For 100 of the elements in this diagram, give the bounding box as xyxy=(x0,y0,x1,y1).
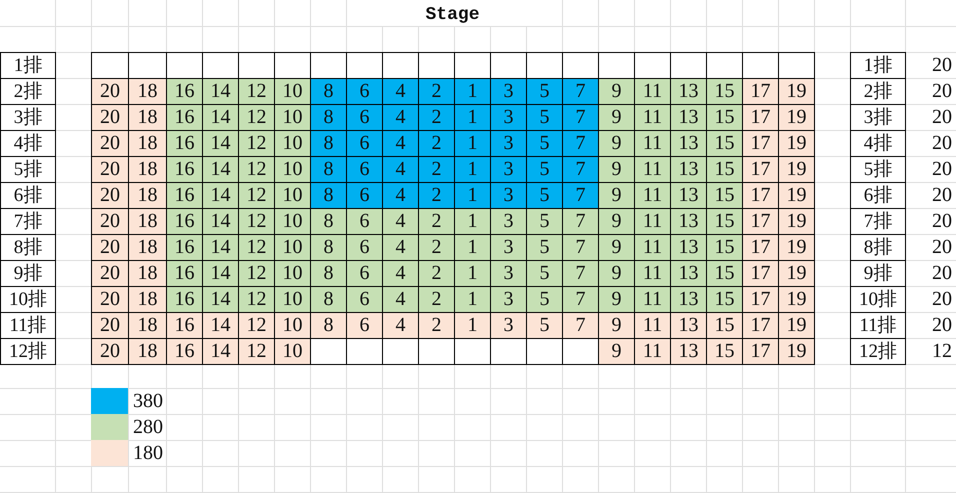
seat-number: 3 xyxy=(490,156,527,183)
seat-number: 6 xyxy=(346,312,383,339)
seat-number: 7 xyxy=(562,208,599,235)
seat-number: 5 xyxy=(526,286,563,313)
seat-number: 5 xyxy=(526,130,563,157)
seat-number: 4 xyxy=(382,312,419,339)
seat-number: 11 xyxy=(634,78,671,105)
seat-number: 17 xyxy=(742,260,779,287)
seat-number: 10 xyxy=(274,234,311,261)
row-label: 3排 xyxy=(0,104,56,131)
seat-number: 15 xyxy=(706,338,743,365)
row-label: 10排 xyxy=(850,286,906,313)
seat-number: 8 xyxy=(310,286,347,313)
seat-number: 2 xyxy=(418,156,455,183)
seat-number: 20 xyxy=(91,338,129,365)
seat-number: 7 xyxy=(562,78,599,105)
seat-number: 5 xyxy=(526,156,563,183)
seat-number: 2 xyxy=(418,130,455,157)
row-label: 1排 xyxy=(0,52,56,79)
seat-number: 15 xyxy=(706,78,743,105)
seat-number: 16 xyxy=(166,130,203,157)
row-label: 5排 xyxy=(0,156,56,183)
seat-number: 5 xyxy=(526,104,563,131)
seat-number: 9 xyxy=(598,338,635,365)
seat-number: 16 xyxy=(166,260,203,287)
seat-number: 18 xyxy=(128,104,167,131)
seat-number: 3 xyxy=(490,78,527,105)
seat-count: 20 xyxy=(932,209,952,234)
seat-count: 20 xyxy=(932,157,952,182)
seat-number: 16 xyxy=(166,286,203,313)
row-label: 2排 xyxy=(850,78,906,105)
seat-number: 4 xyxy=(382,260,419,287)
seat-number: 19 xyxy=(778,130,815,157)
row-label: 7排 xyxy=(850,208,906,235)
seat-number: 1 xyxy=(454,104,491,131)
seat-number: 13 xyxy=(670,234,707,261)
seat-number: 12 xyxy=(238,78,275,105)
seat-number: 17 xyxy=(742,104,779,131)
seat-number: 9 xyxy=(598,260,635,287)
seat-number: 13 xyxy=(670,338,707,365)
seat-number: 10 xyxy=(274,130,311,157)
seat-number: 10 xyxy=(274,286,311,313)
seat-number: 4 xyxy=(382,130,419,157)
seat-number: 6 xyxy=(346,130,383,157)
seat-number: 12 xyxy=(238,338,275,365)
seat-number: 11 xyxy=(634,312,671,339)
seat-number: 12 xyxy=(238,104,275,131)
row-label: 6排 xyxy=(850,182,906,209)
seat-number: 14 xyxy=(202,208,239,235)
seat-number: 14 xyxy=(202,338,239,365)
row-label: 11排 xyxy=(0,312,56,339)
seat-number: 12 xyxy=(238,286,275,313)
seat-number: 11 xyxy=(634,156,671,183)
seat-number: 9 xyxy=(598,208,635,235)
seat-number: 1 xyxy=(454,286,491,313)
seat-number: 5 xyxy=(526,312,563,339)
seat-number: 18 xyxy=(128,78,167,105)
seat-number: 17 xyxy=(742,182,779,209)
seat-number: 8 xyxy=(310,182,347,209)
row-label: 4排 xyxy=(0,130,56,157)
seat-number: 15 xyxy=(706,156,743,183)
seat-number: 11 xyxy=(634,208,671,235)
seat-number: 9 xyxy=(598,182,635,209)
seat-number: 10 xyxy=(274,260,311,287)
row-label: 8排 xyxy=(0,234,56,261)
seat-number: 15 xyxy=(706,286,743,313)
seat-number: 17 xyxy=(742,338,779,365)
seat-count: 20 xyxy=(932,131,952,156)
seat-number: 9 xyxy=(598,156,635,183)
seat-number: 3 xyxy=(490,104,527,131)
seat-number: 20 xyxy=(91,156,129,183)
seat-number: 20 xyxy=(91,312,129,339)
seat-number: 10 xyxy=(274,312,311,339)
seat-number: 14 xyxy=(202,104,239,131)
seat-number: 4 xyxy=(382,182,419,209)
seat-number: 14 xyxy=(202,130,239,157)
seat-number: 1 xyxy=(454,130,491,157)
row-label: 6排 xyxy=(0,182,56,209)
seat-number: 6 xyxy=(346,78,383,105)
seat-number: 14 xyxy=(202,260,239,287)
seat-number: 11 xyxy=(634,234,671,261)
seat-number: 7 xyxy=(562,286,599,313)
seat-number: 20 xyxy=(91,208,129,235)
seat-number: 20 xyxy=(91,260,129,287)
row-label: 9排 xyxy=(850,260,906,287)
row-label: 9排 xyxy=(0,260,56,287)
seat-number: 16 xyxy=(166,104,203,131)
row-label: 10排 xyxy=(0,286,56,313)
seat-number: 19 xyxy=(778,312,815,339)
seat-number: 16 xyxy=(166,182,203,209)
seat-number: 15 xyxy=(706,208,743,235)
seat-number: 19 xyxy=(778,104,815,131)
seat-number: 3 xyxy=(490,182,527,209)
seat-number: 20 xyxy=(91,234,129,261)
seat-number: 19 xyxy=(778,182,815,209)
seat-number: 18 xyxy=(128,312,167,339)
seat-number: 7 xyxy=(562,312,599,339)
seat-number: 17 xyxy=(742,208,779,235)
seat-number: 5 xyxy=(526,260,563,287)
seat-number: 8 xyxy=(310,234,347,261)
